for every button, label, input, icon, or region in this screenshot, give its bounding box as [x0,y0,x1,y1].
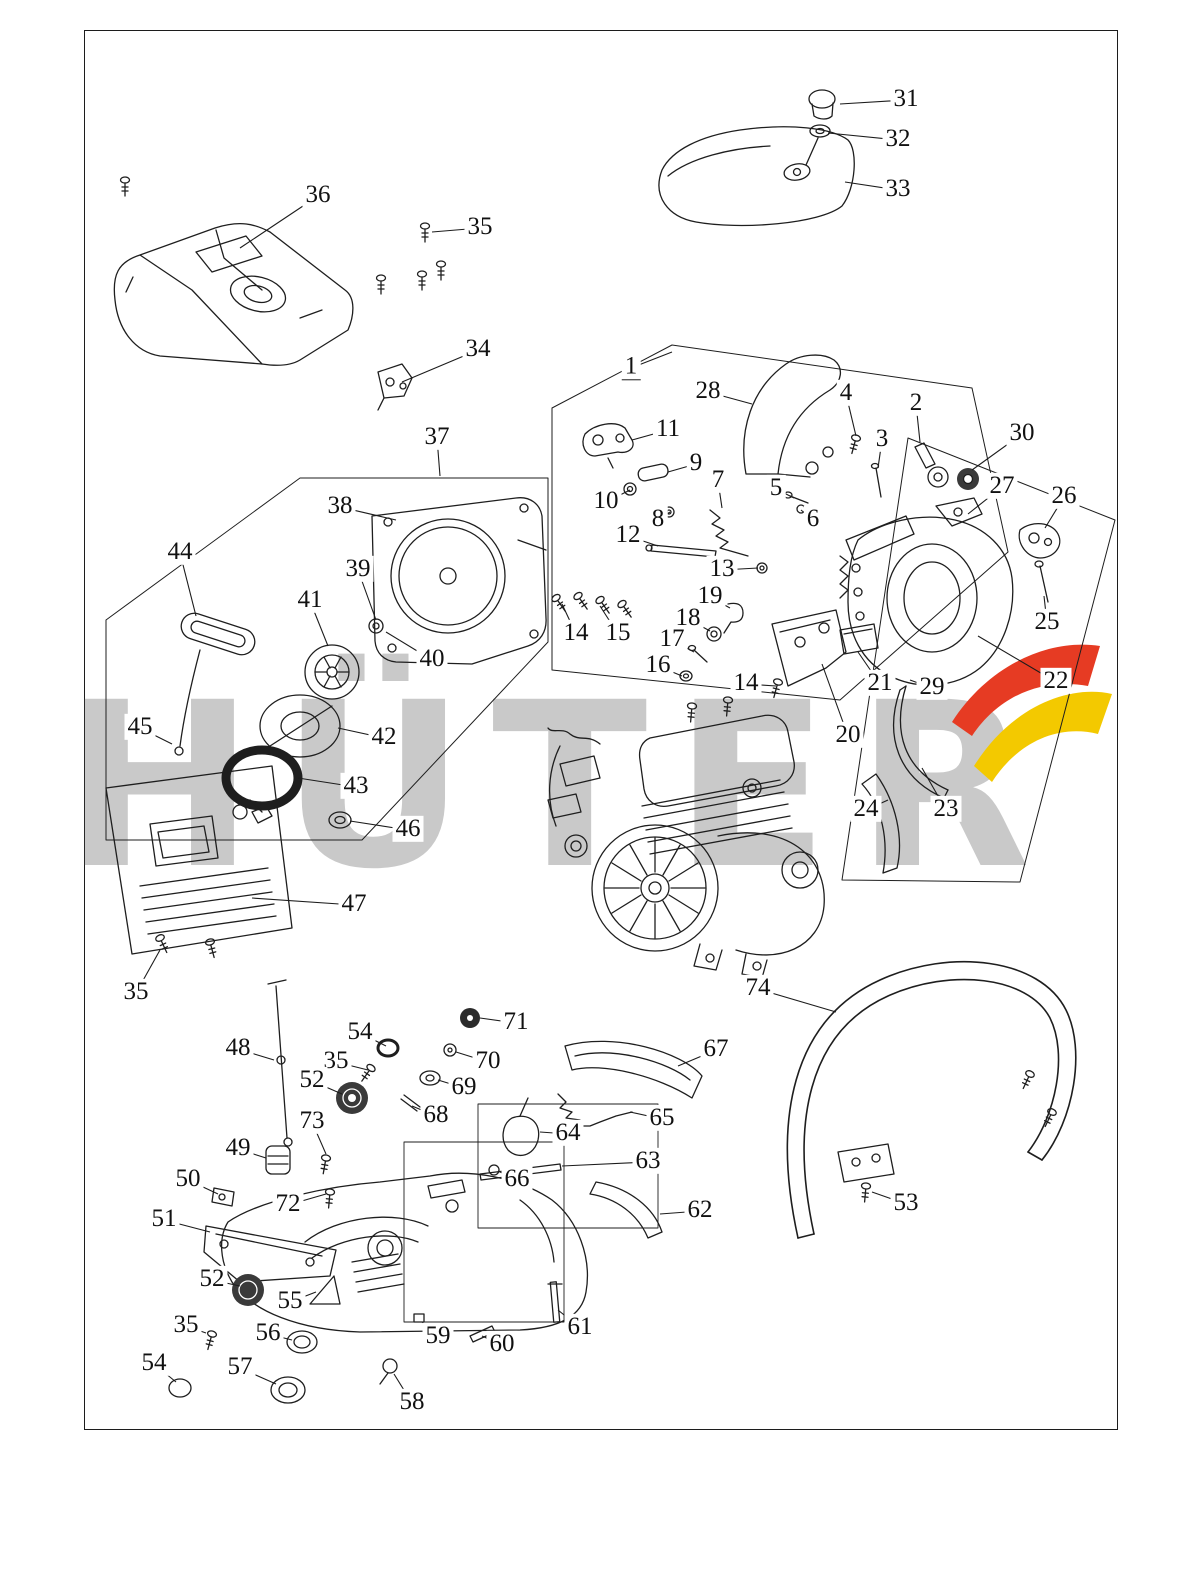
engine-drawing [547,695,825,979]
fuel-tank-drawing [168,979,703,1404]
hand-guard-drawing [743,354,841,478]
starter-assembly-drawing [105,497,547,955]
air-filter-cover-drawing [658,89,855,227]
logo-red-swoosh [952,644,1100,736]
front-handlebar-drawing [786,960,1077,1239]
logo-yellow-swoosh [974,691,1112,782]
clutch-cover-drawing [839,466,1061,874]
diagram-border-frame [84,30,1118,1430]
top-cover-drawing [113,222,413,411]
